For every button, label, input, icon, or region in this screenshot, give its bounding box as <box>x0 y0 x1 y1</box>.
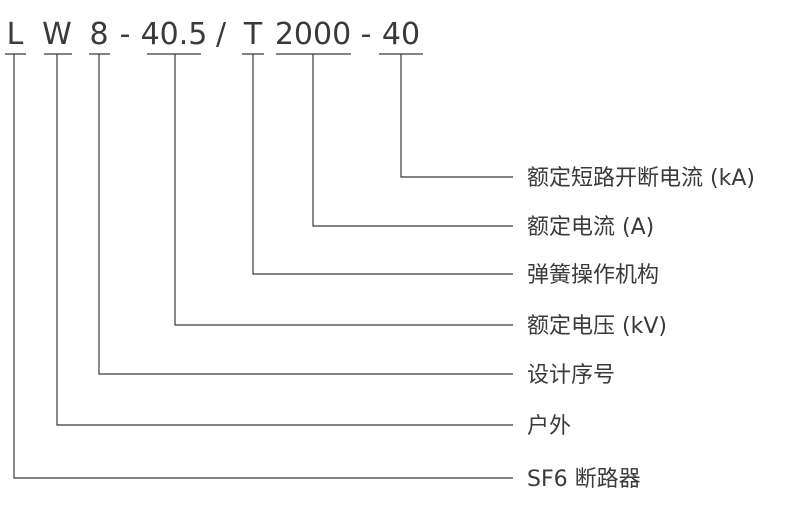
leader-line-mechanism <box>252 54 513 275</box>
code-segment-l: L <box>7 17 24 52</box>
code-separator-dash-2: - <box>361 17 372 52</box>
code-segment-voltage: 40.5 <box>141 17 208 52</box>
description-current: 额定电流 (A) <box>527 215 654 240</box>
leader-line-l <box>13 54 513 479</box>
leader-line-design <box>98 54 513 375</box>
leader-line-w <box>56 54 513 426</box>
description-l: SF6 断路器 <box>527 467 641 492</box>
description-breaking: 额定短路开断电流 (kA) <box>527 166 755 191</box>
code-segment-w: W <box>42 17 72 52</box>
description-mechanism: 弹簧操作机构 <box>527 263 659 288</box>
code-segment-mechanism: T <box>243 17 263 52</box>
leader-line-breaking <box>400 54 513 178</box>
description-voltage: 额定电压 (kV) <box>527 314 667 339</box>
code-segment-breaking: 40 <box>382 17 420 52</box>
code-segment-design: 8 <box>89 17 108 52</box>
leader-line-current <box>312 54 513 227</box>
description-w: 户外 <box>527 414 571 439</box>
code-separator-slash: / <box>216 17 227 52</box>
code-separator-dash-1: - <box>120 17 131 52</box>
code-segment-current: 2000 <box>275 17 351 52</box>
leader-line-voltage <box>174 54 513 326</box>
description-design: 设计序号 <box>527 363 615 388</box>
